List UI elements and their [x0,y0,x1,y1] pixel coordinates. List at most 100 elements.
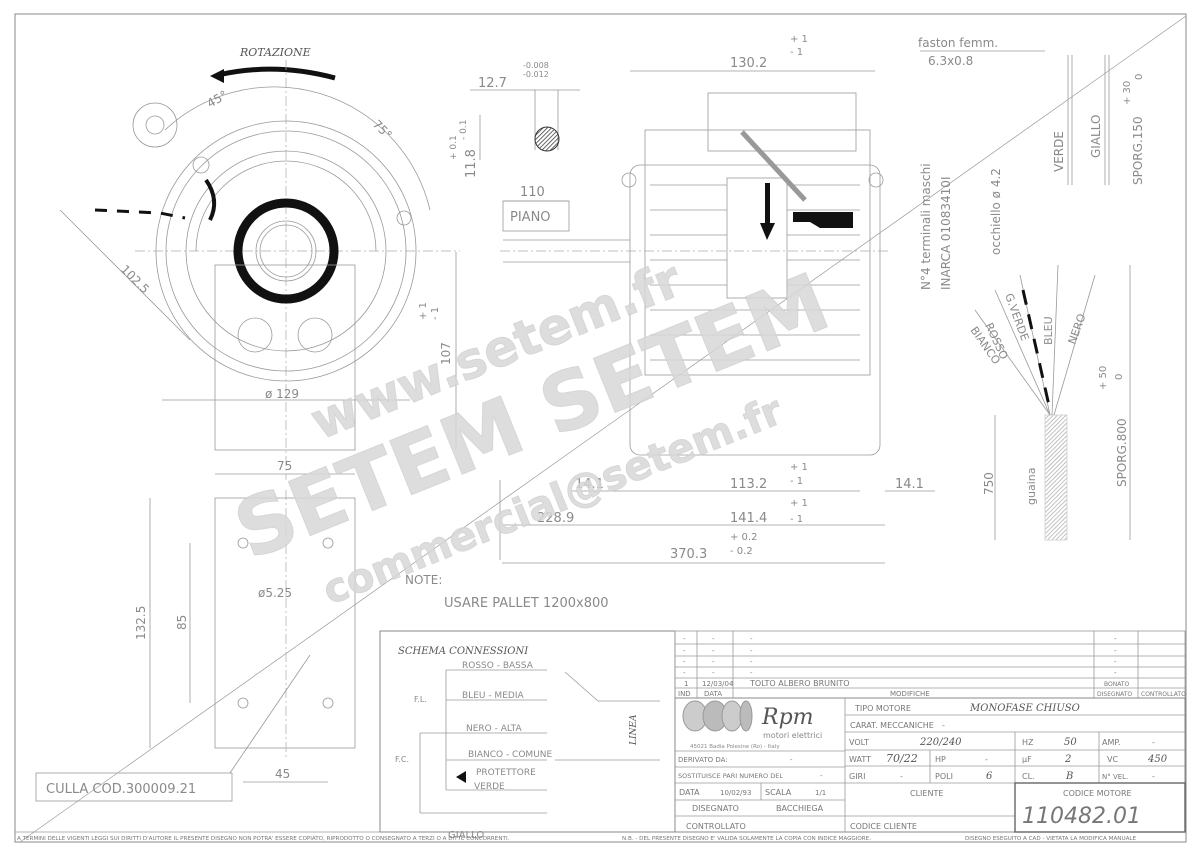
svg-text:-: - [683,658,686,666]
rpm-logo-icon [682,700,753,732]
svg-text:BACCHIEGA: BACCHIEGA [776,804,824,813]
svg-text:- 1: - 1 [790,47,803,58]
svg-text:- 1: - 1 [430,307,441,320]
svg-text:750: 750 [982,472,996,495]
svg-text:-: - [942,721,945,730]
wiring-schema: SCHEMA CONNESSIONI ROSSO - BASSA BLEU - … [379,630,676,841]
svg-text:-: - [790,756,793,764]
arrow-down-icon [760,223,775,240]
svg-text:occhiello ø 4.2: occhiello ø 4.2 [989,168,1003,255]
svg-text:GIALLO: GIALLO [1089,115,1103,158]
svg-text:DISEGNATO: DISEGNATO [692,804,739,813]
svg-text:0: 0 [1134,74,1145,80]
svg-text:-: - [750,669,753,677]
svg-text:N° VEL.: N° VEL. [1102,773,1128,781]
shaft-detail: 12.7 -0.008 -0.012 11.8 + 0.1 - 0.1 110 … [449,61,580,232]
svg-text:µF: µF [1022,755,1032,764]
svg-text:-: - [750,647,753,655]
svg-text:102.5: 102.5 [118,262,152,296]
title-block: Rpm motori elettrici 45021 Badia Polesin… [674,697,1186,833]
svg-text:F.C.: F.C. [395,755,409,764]
svg-text:IND: IND [678,690,691,698]
svg-text:45: 45 [275,767,290,781]
svg-text:HP: HP [935,755,946,764]
svg-text:- 1: - 1 [790,514,803,525]
svg-text:motori elettrici: motori elettrici [763,731,822,740]
svg-text:AMP.: AMP. [1102,738,1121,747]
svg-text:-: - [712,647,715,655]
svg-text:-: - [1152,738,1155,747]
svg-text:-: - [1114,635,1117,643]
svg-text:130.2: 130.2 [730,56,767,71]
svg-text:CLIENTE: CLIENTE [910,789,943,798]
svg-text:MODIFICHE: MODIFICHE [890,690,930,698]
svg-text:-: - [1114,658,1117,666]
svg-text:45021 Badia Polesine (Ro) - It: 45021 Badia Polesine (Ro) - Italy [690,744,780,750]
svg-text:- 0.2: - 0.2 [730,546,753,557]
svg-text:SCHEMA CONNESSIONI: SCHEMA CONNESSIONI [398,646,529,657]
svg-text:HZ: HZ [1022,738,1034,747]
svg-text:+ 0.1: + 0.1 [449,135,459,160]
svg-text:45°: 45° [205,88,230,111]
svg-text:VERDE: VERDE [1052,131,1066,172]
svg-text:CODICE CLIENTE: CODICE CLIENTE [850,822,917,831]
svg-text:75: 75 [277,459,292,473]
svg-text:+ 1: + 1 [790,498,808,509]
svg-text:113.2: 113.2 [730,477,767,492]
svg-text:SCALA: SCALA [765,788,792,797]
svg-text:+ 1: + 1 [418,302,429,320]
svg-text:-: - [1114,669,1117,677]
svg-text:SPORG.150: SPORG.150 [1131,116,1145,185]
svg-text:GIALLO: GIALLO [448,830,484,841]
svg-text:+ 1: + 1 [790,34,808,45]
svg-text:CULLA COD.300009.21: CULLA COD.300009.21 [46,782,196,797]
svg-text:guaina: guaina [1025,468,1038,505]
svg-text:NOTE:: NOTE: [405,573,442,587]
svg-text:12.7: 12.7 [478,76,507,91]
svg-text:70/22: 70/22 [886,752,918,765]
svg-text:110: 110 [520,185,545,200]
svg-text:BLEU - MEDIA: BLEU - MEDIA [462,691,524,701]
rotation-arrow-icon [210,69,224,83]
svg-text:85: 85 [175,615,189,630]
svg-text:11.8: 11.8 [464,149,479,178]
svg-text:N°4 terminali maschi: N°4 terminali maschi [919,163,933,290]
svg-text:6: 6 [986,771,993,782]
svg-text:10/02/93: 10/02/93 [720,789,751,797]
svg-text:ø5.25: ø5.25 [258,586,292,600]
svg-text:0: 0 [1114,374,1125,380]
svg-text:-: - [820,772,823,780]
svg-text:107: 107 [439,342,453,365]
svg-text:+ 30: + 30 [1122,81,1133,105]
svg-text:-: - [750,635,753,643]
svg-text:-: - [683,647,686,655]
svg-text:F.L.: F.L. [414,695,427,704]
svg-text:370.3: 370.3 [670,547,707,562]
svg-text:1/1: 1/1 [815,789,826,797]
svg-text:VC: VC [1107,755,1118,764]
svg-text:-: - [1152,772,1155,781]
svg-text:-: - [712,669,715,677]
svg-text:DERIVATO DA:: DERIVATO DA: [678,756,728,764]
svg-text:Rpm: Rpm [761,705,814,730]
svg-text:GIRI: GIRI [849,772,865,781]
footer-note: N.B. - DEL PRESENTE DISEGNO E' VALIDA SO… [622,836,871,842]
svg-text:USARE PALLET 1200x800: USARE PALLET 1200x800 [444,596,609,611]
svg-text:+ 1: + 1 [790,462,808,473]
svg-text:2: 2 [1064,754,1071,765]
svg-text:-: - [750,658,753,666]
svg-text:12/03/04: 12/03/04 [702,680,734,688]
footer-copyright: A TERMINI DELLE VIGENTI LEGGI SUI DIRITT… [17,836,510,842]
svg-text:132.5: 132.5 [134,606,148,640]
svg-text:PIANO: PIANO [510,210,551,225]
svg-text:DISEGNATO: DISEGNATO [1097,691,1132,698]
svg-text:BIANCO - COMUNE: BIANCO - COMUNE [468,750,553,760]
svg-text:ROSSO - BASSA: ROSSO - BASSA [462,661,534,671]
svg-text:BLEU: BLEU [1042,316,1055,345]
svg-text:INARCA 01083410I: INARCA 01083410I [939,177,953,290]
svg-text:220/240: 220/240 [919,737,962,748]
svg-text:1: 1 [684,680,688,688]
svg-text:50: 50 [1064,737,1077,748]
